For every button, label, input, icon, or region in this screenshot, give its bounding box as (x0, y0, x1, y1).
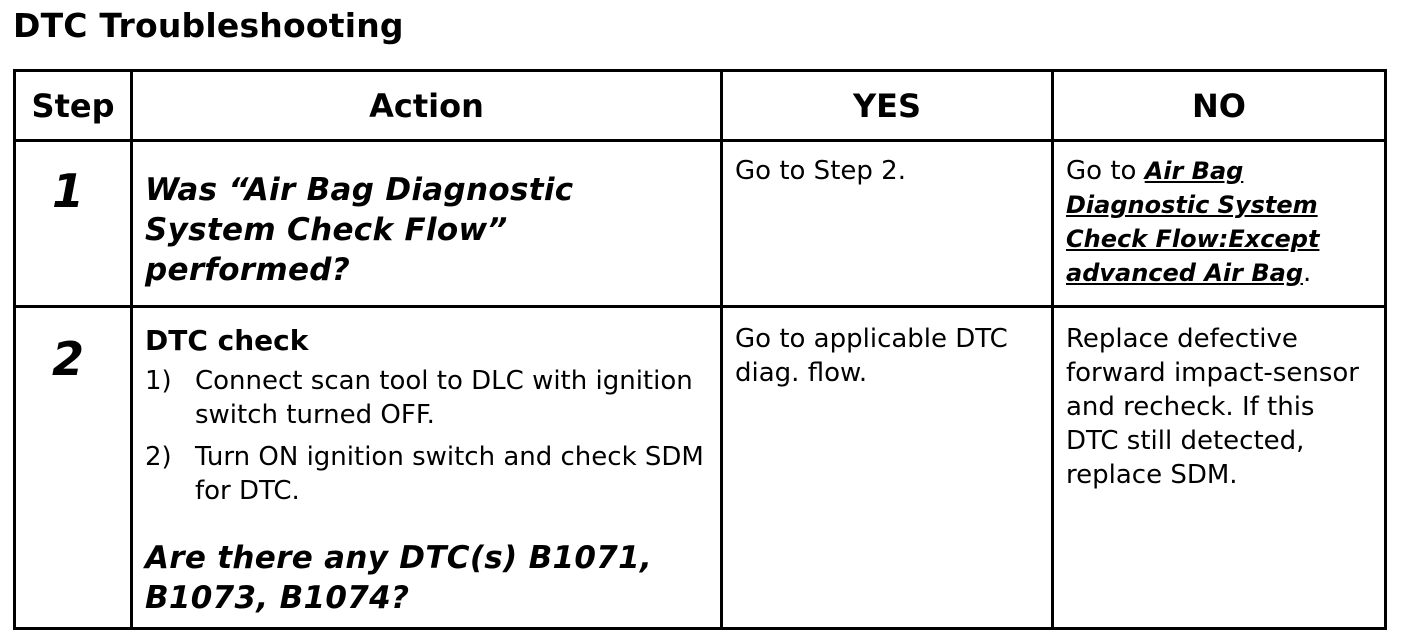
yes-cell: Go to applicable DTC diag. flow. (720, 305, 1054, 630)
action-question: Was “Air Bag Diagnostic System Check Flo… (145, 172, 574, 288)
no-text-prefix: Go to (1066, 156, 1145, 186)
no-cell: Replace defective forward impact-sensor … (1051, 305, 1387, 630)
page-title: DTC Troubleshooting (13, 6, 404, 45)
action-question: Are there any DTC(s) B1071, B1073, B1074… (145, 540, 653, 616)
list-item: 1) Connect scan tool to DLC with ignitio… (145, 364, 710, 432)
air-bag-check-flow-link[interactable]: Air Bag Diagnostic System Check Flow:Exc… (1066, 157, 1320, 287)
step-item-number: 1) (145, 366, 172, 396)
dtc-troubleshooting-table: Step Action YES NO 1 Was “Air Bag Diagno… (13, 69, 1387, 630)
header-action: Action (130, 69, 723, 142)
header-no: NO (1051, 69, 1387, 142)
action-heading: DTC check (145, 324, 309, 357)
action-cell: Was “Air Bag Diagnostic System Check Flo… (130, 139, 723, 308)
table-row: 1 Was “Air Bag Diagnostic System Check F… (13, 139, 1387, 308)
yes-text: Go to Step 2. (735, 156, 906, 186)
step-item-text: Connect scan tool to DLC with ignition s… (195, 366, 693, 430)
table-header-row: Step Action YES NO (13, 69, 1387, 142)
step-cell: 1 (13, 139, 133, 308)
no-text-suffix: . (1303, 258, 1312, 288)
list-item: 2) Turn ON ignition switch and check SDM… (145, 440, 710, 508)
yes-text: Go to applicable DTC diag. flow. (735, 324, 1008, 388)
header-step: Step (13, 69, 133, 142)
table-row: 2 DTC check 1) Connect scan tool to DLC … (13, 305, 1387, 630)
no-text: Replace defective forward impact-sensor … (1066, 324, 1359, 490)
step-item-text: Turn ON ignition switch and check SDM fo… (195, 442, 704, 506)
no-cell: Go to Air Bag Diagnostic System Check Fl… (1051, 139, 1387, 308)
step-number: 1 (51, 164, 84, 218)
no-text: Go to Air Bag Diagnostic System Check Fl… (1054, 142, 1384, 290)
action-steps-list: 1) Connect scan tool to DLC with ignitio… (133, 364, 720, 508)
action-cell: DTC check 1) Connect scan tool to DLC wi… (130, 305, 723, 630)
step-item-number: 2) (145, 442, 172, 472)
yes-cell: Go to Step 2. (720, 139, 1054, 308)
step-number: 2 (51, 332, 84, 386)
header-yes: YES (720, 69, 1054, 142)
step-cell: 2 (13, 305, 133, 630)
